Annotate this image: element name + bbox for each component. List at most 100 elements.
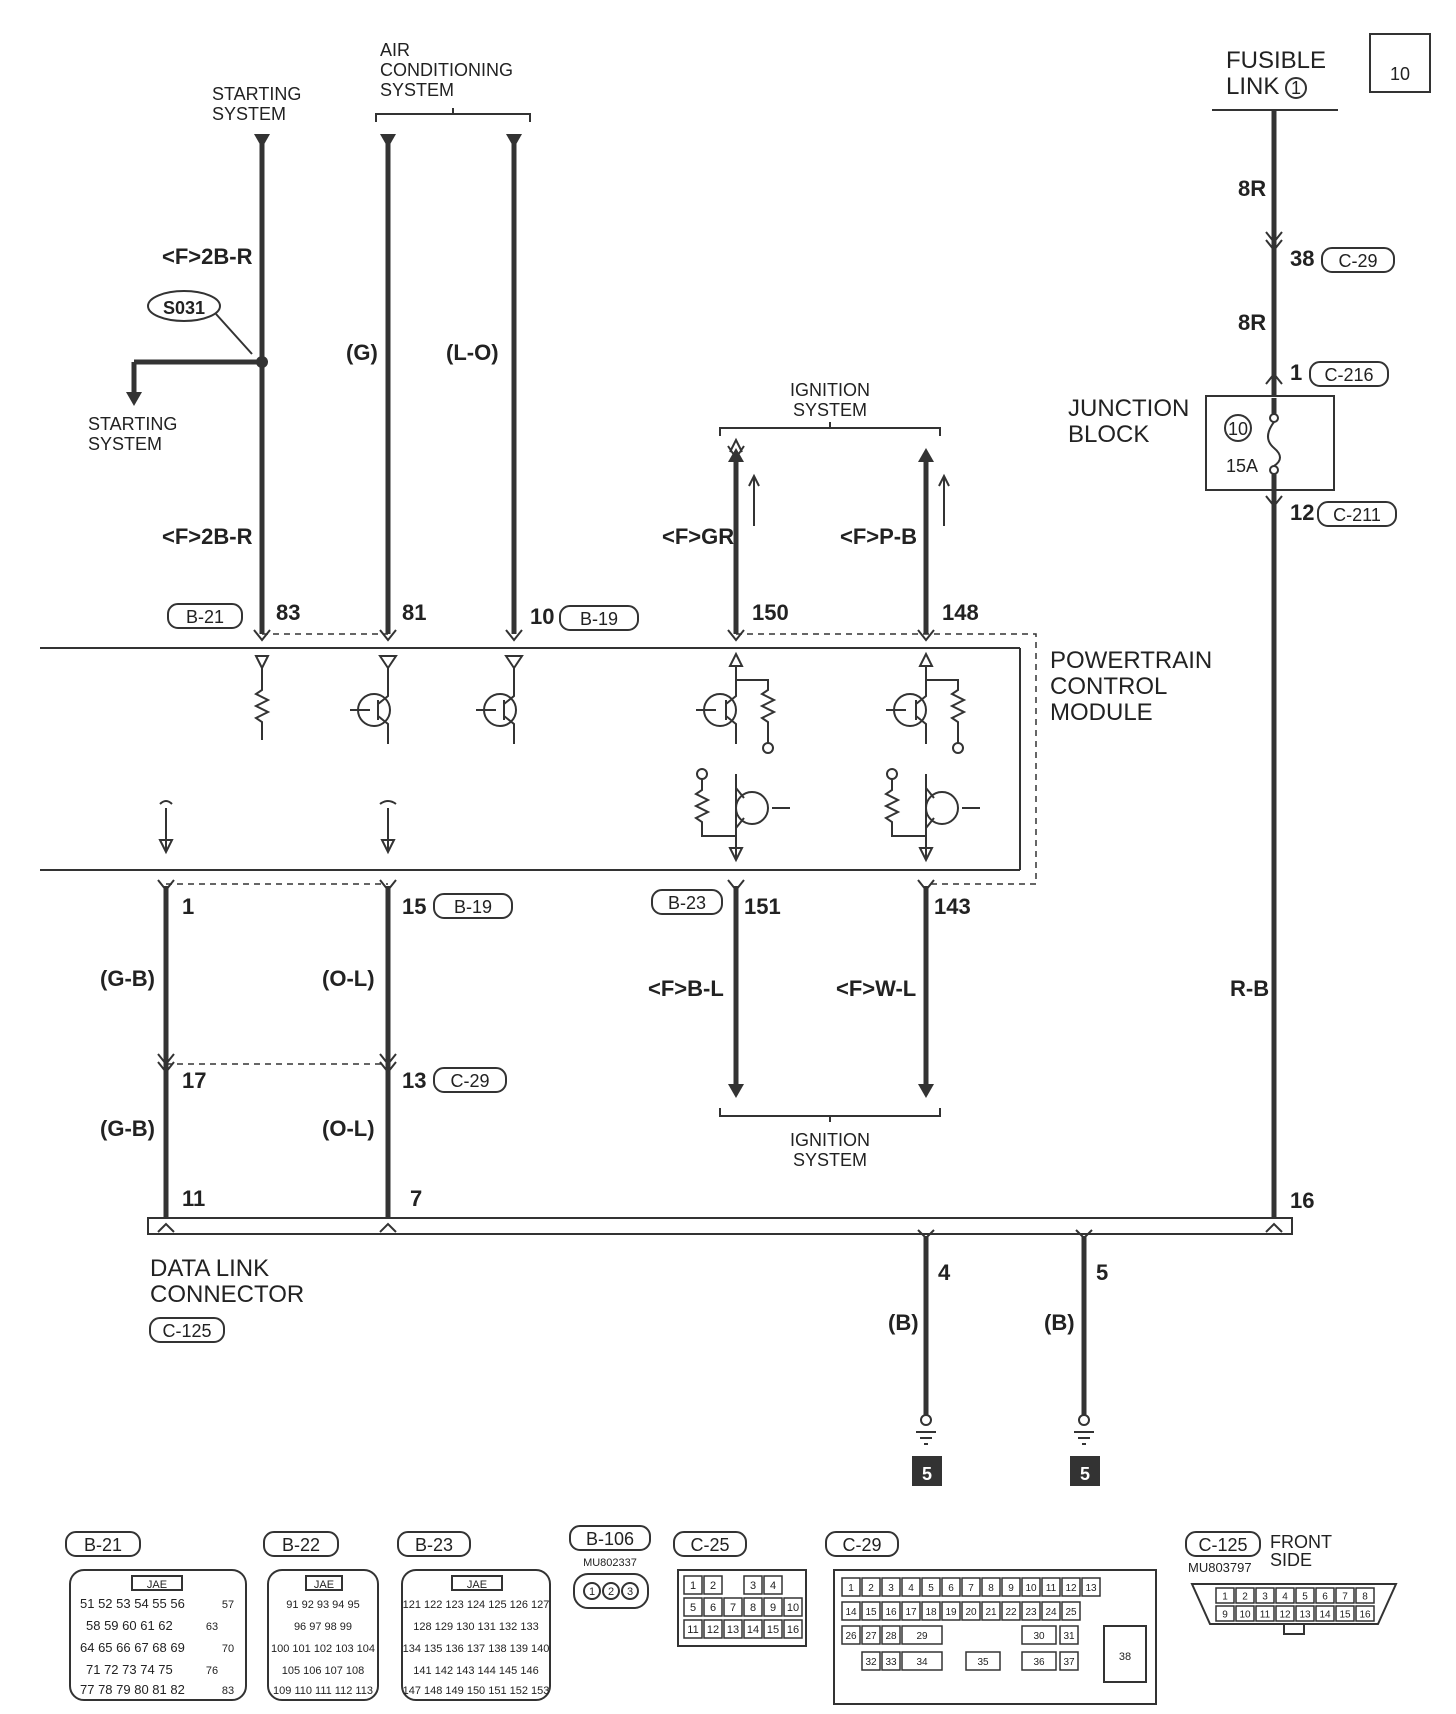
ignition-top-label-2: SYSTEM bbox=[793, 400, 867, 420]
page-number: 10 bbox=[1390, 64, 1410, 84]
wire-color-8r-a: 8R bbox=[1238, 176, 1266, 201]
view-c125-pin-9: 9 bbox=[1222, 1610, 1228, 1621]
view-c25-pin-9-cell bbox=[763, 1597, 783, 1617]
view-b22-body bbox=[267, 1569, 379, 1701]
ground-ref-box-b bbox=[1070, 1456, 1100, 1486]
page-number-box bbox=[1369, 33, 1431, 93]
view-c29-pin-23-cell bbox=[1021, 1601, 1041, 1621]
connector-mark-c29-38 bbox=[1265, 231, 1283, 252]
pin-10: 10 bbox=[530, 604, 554, 629]
view-c29-pin-27: 27 bbox=[865, 1631, 877, 1642]
view-b21-row-3: 64 65 66 67 68 69 bbox=[80, 1640, 185, 1655]
pin-83: 83 bbox=[276, 600, 300, 625]
view-c29-pin-9-cell bbox=[1001, 1577, 1021, 1597]
view-c29-pin-29-cell bbox=[901, 1625, 943, 1645]
wire-color-ol-b: (O-L) bbox=[322, 1116, 375, 1141]
wire-color-wl: <F>W-L bbox=[836, 976, 916, 1001]
view-c29-pin-5: 5 bbox=[928, 1583, 934, 1594]
view-c29-pin-7-cell bbox=[961, 1577, 981, 1597]
view-c125-pin-5-cell bbox=[1295, 1587, 1315, 1604]
view-c29-pin-33: 33 bbox=[885, 1657, 897, 1668]
view-c25-pin-1: 1 bbox=[690, 1580, 696, 1592]
view-c25-pin-8: 8 bbox=[750, 1602, 756, 1614]
pin-5: 5 bbox=[1096, 1260, 1108, 1285]
view-c29-pin-18: 18 bbox=[925, 1607, 937, 1618]
connector-c216: C-216 bbox=[1324, 365, 1373, 385]
view-c29-pin-15: 15 bbox=[865, 1607, 877, 1618]
view-c25-pin-10-cell bbox=[783, 1597, 803, 1617]
view-c29-pin-38: 38 bbox=[1119, 1651, 1131, 1663]
signal-arrow-gr-head bbox=[748, 473, 760, 487]
view-c29-pin-13: 13 bbox=[1085, 1583, 1097, 1594]
starting-side-label: STARTING bbox=[88, 414, 177, 434]
view-c25-pin-7: 7 bbox=[730, 1602, 736, 1614]
wire-color-b-5: (B) bbox=[1044, 1310, 1075, 1335]
view-c29-pin-36: 36 bbox=[1033, 1657, 1045, 1668]
view-b23-row-2: 128 129 130 131 132 133 bbox=[413, 1621, 538, 1633]
view-c29-pin-10-cell bbox=[1021, 1577, 1041, 1597]
view-b23-row-5: 147 148 149 150 151 152 153 bbox=[403, 1685, 550, 1697]
view-c29-pin-10: 10 bbox=[1025, 1583, 1037, 1594]
view-c25-pin-5-cell bbox=[683, 1597, 703, 1617]
view-c125-pin-13: 13 bbox=[1299, 1610, 1311, 1621]
dlc-connector: C-125 bbox=[162, 1321, 211, 1341]
view-b22-row-1: 91 92 93 94 95 bbox=[286, 1599, 359, 1611]
view-c25-pin-6: 6 bbox=[710, 1602, 716, 1614]
view-c29-pin-21-cell bbox=[981, 1601, 1001, 1621]
view-c125-badge bbox=[1185, 1531, 1261, 1557]
view-c29-pin-14-cell bbox=[841, 1601, 861, 1621]
pin-15: 15 bbox=[402, 894, 426, 919]
view-c125-pin-6-cell bbox=[1315, 1587, 1335, 1604]
connector-b19-badge-a bbox=[559, 605, 639, 631]
view-b21-row-4: 71 72 73 74 75 bbox=[86, 1662, 173, 1677]
view-c29-pin-24-cell bbox=[1041, 1601, 1061, 1621]
pin-148: 148 bbox=[942, 600, 979, 625]
view-c25-pin-2-cell bbox=[703, 1575, 723, 1595]
view-c125-side: FRONT bbox=[1270, 1532, 1332, 1552]
view-c29-pin-13-cell bbox=[1081, 1577, 1101, 1597]
wire-color-ol-a: (O-L) bbox=[322, 966, 375, 991]
view-c125-pin-3: 3 bbox=[1262, 1592, 1268, 1603]
view-c29-pin-2-cell bbox=[861, 1577, 881, 1597]
view-c25-pin-13-cell bbox=[723, 1619, 743, 1639]
view-c25-label: C-25 bbox=[690, 1535, 729, 1555]
pin-151: 151 bbox=[744, 894, 781, 919]
view-b21-row-1: 51 52 53 54 55 56 bbox=[80, 1596, 185, 1611]
view-c29-pin-36-cell bbox=[1021, 1651, 1057, 1671]
view-c29-pin-12: 12 bbox=[1065, 1583, 1077, 1594]
pin-1-c216: 1 bbox=[1290, 360, 1302, 385]
view-c29-pin-30: 30 bbox=[1033, 1631, 1045, 1642]
pin-17: 17 bbox=[182, 1068, 206, 1093]
connector-dash-upper-b bbox=[736, 633, 1037, 885]
view-b23-maker-box bbox=[451, 1575, 503, 1591]
view-b21-badge bbox=[65, 1531, 141, 1557]
arrow-ign-bl bbox=[728, 1084, 744, 1098]
view-c29-pin-6-cell bbox=[941, 1577, 961, 1597]
wire-color-gr: <F>GR bbox=[662, 524, 734, 549]
view-c29-pin-6: 6 bbox=[948, 1583, 954, 1594]
connector-c211: C-211 bbox=[1333, 505, 1381, 525]
wire-color-b-4: (B) bbox=[888, 1310, 919, 1335]
wire-color-2br-upper: <F>2B-R bbox=[162, 244, 253, 269]
connector-b19-a: B-19 bbox=[580, 609, 618, 629]
ignition-top-bracket bbox=[719, 422, 941, 436]
splice-circle bbox=[147, 290, 221, 322]
view-c29-pin-24: 24 bbox=[1045, 1607, 1057, 1618]
fuse-element bbox=[1267, 421, 1281, 467]
pin-150: 150 bbox=[752, 600, 789, 625]
view-c125-pin-3-cell bbox=[1255, 1587, 1275, 1604]
view-c29-label: C-29 bbox=[842, 1535, 881, 1555]
view-c29-pin-37: 37 bbox=[1063, 1657, 1075, 1668]
view-c125-pin-14-cell bbox=[1315, 1605, 1335, 1622]
view-c29-pin-14: 14 bbox=[845, 1607, 857, 1618]
view-c29-pin-22-cell bbox=[1001, 1601, 1021, 1621]
wire-color-gb-a: (G-B) bbox=[100, 966, 155, 991]
pcm-label: POWERTRAIN bbox=[1050, 647, 1212, 674]
view-c29-pin-21: 21 bbox=[985, 1607, 997, 1618]
view-c29-pin-29: 29 bbox=[916, 1631, 928, 1642]
junction-block-label-2: BLOCK bbox=[1068, 421, 1149, 448]
view-c25-pin-16: 16 bbox=[787, 1624, 799, 1636]
view-c29-pin-1-cell bbox=[841, 1577, 861, 1597]
